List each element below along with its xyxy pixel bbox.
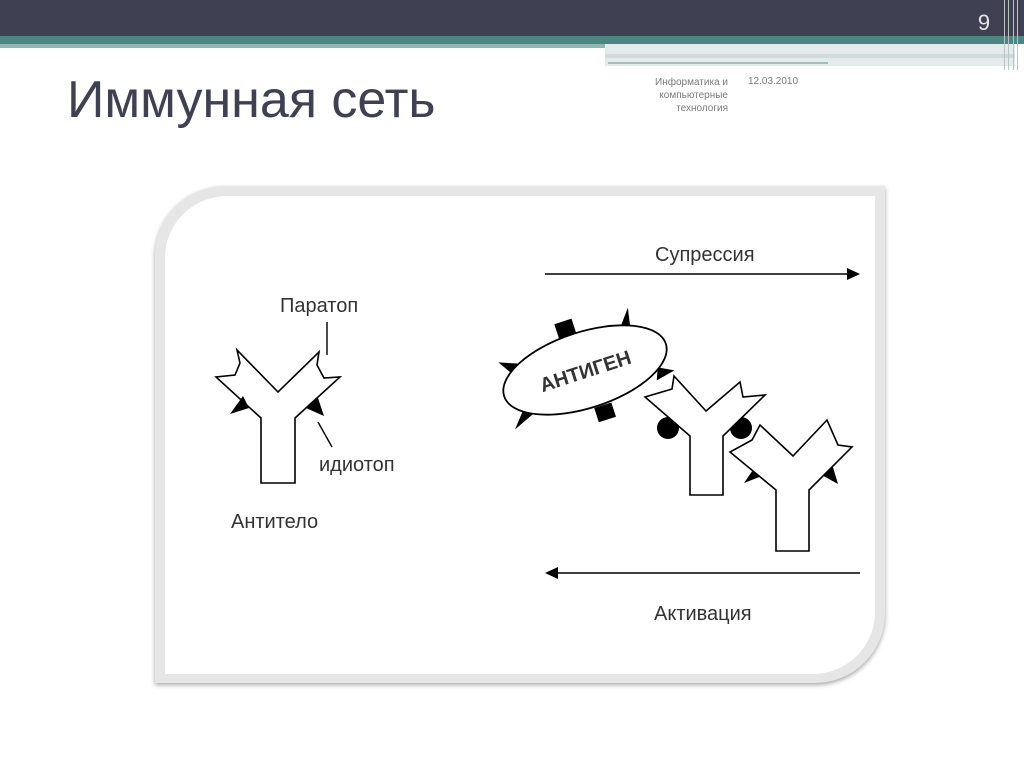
- header-vertical-line: [1008, 0, 1009, 70]
- header-bar: [0, 0, 1024, 36]
- antigen-body: [502, 324, 668, 416]
- header-vertical-line: [1004, 0, 1005, 70]
- antigen-receptor: [554, 318, 577, 339]
- arrow-head: [545, 567, 558, 579]
- antigen-spike: [656, 367, 675, 381]
- antibody-shape: [728, 418, 854, 552]
- antigen: АНТИГЕН: [498, 307, 675, 430]
- idiotope-marker: [820, 464, 838, 484]
- footer-line: технология: [676, 103, 728, 114]
- footer-subject: Информатика и компьютерные технология: [610, 76, 728, 115]
- accent-stripe-light: [0, 44, 610, 48]
- slide-number: 9: [977, 10, 991, 35]
- suppression-label: Супрессия: [655, 244, 755, 266]
- idiotope-marker: [306, 398, 324, 416]
- footer-line: Информатика и: [655, 77, 728, 88]
- header-decoration-line: [608, 62, 828, 64]
- paratope-label: Паратоп: [280, 295, 358, 317]
- idiotope-marker: [230, 396, 249, 414]
- idiotope-pointer: [317, 421, 333, 448]
- antibody-label: Антитело: [231, 511, 318, 533]
- footer-line: компьютерные: [659, 90, 728, 101]
- arrow-head: [847, 268, 860, 280]
- slide-title: Иммунная сеть: [67, 71, 436, 129]
- antigen-spike: [514, 411, 535, 430]
- antibody-shape: [214, 347, 343, 484]
- activation-label: Активация: [654, 603, 752, 625]
- header-vertical-line: [1013, 0, 1014, 70]
- footer-date: 12.03.2010: [748, 76, 799, 87]
- idiotope-label: идиотоп: [319, 454, 395, 476]
- accent-stripe: [0, 36, 1024, 44]
- header-decoration-line: [605, 54, 1015, 58]
- header-vertical-line: [1017, 0, 1018, 70]
- antigen-receptor: [594, 402, 616, 423]
- antibody-shape: [643, 374, 768, 496]
